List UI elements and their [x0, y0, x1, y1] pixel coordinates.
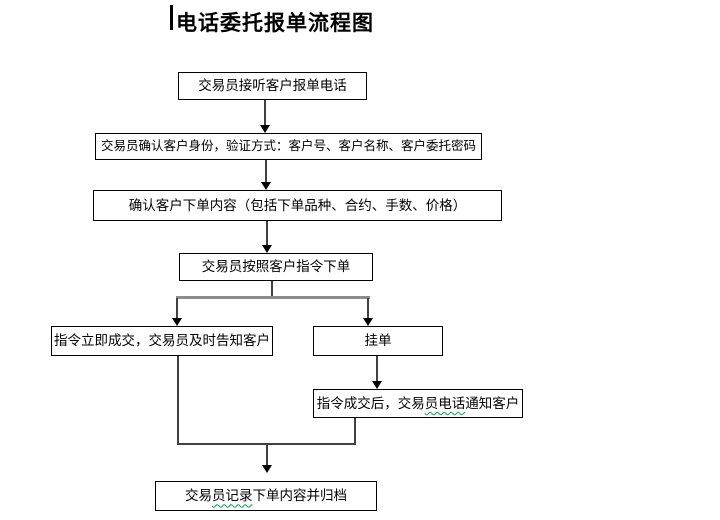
arrowhead-down-icon: [260, 125, 270, 133]
flow-step-label: 交易员接听客户报单电话: [198, 78, 347, 94]
flow-step-record-archive[interactable]: 交易员记录下单内容并归档: [155, 481, 377, 511]
flow-step-label: 确认客户下单内容（包括下单品种、合约、手数、价格）: [128, 197, 467, 213]
grammar-check-underline: 员电话: [424, 395, 466, 411]
flow-connector: [266, 445, 268, 465]
flow-step-label: 指令成交后，交易员电话通知客户: [316, 395, 520, 411]
arrowhead-down-icon: [363, 318, 373, 326]
flow-step-notify-after-fill[interactable]: 指令成交后，交易员电话通知客户: [313, 389, 523, 418]
flow-connector: [367, 298, 369, 318]
arrowhead-down-icon: [372, 381, 382, 389]
flow-step-label: 交易员按照客户指令下单: [201, 259, 351, 275]
flow-step-label: 交易员记录下单内容并归档: [185, 488, 347, 504]
flow-step-answer-call[interactable]: 交易员接听客户报单电话: [178, 72, 367, 100]
flow-step-label: 交易员确认客户身份，验证方式：客户号、客户名称、客户委托密码: [100, 139, 476, 154]
flow-connector: [376, 356, 378, 381]
flow-connector: [271, 281, 273, 297]
flow-connector: [266, 221, 268, 245]
arrowhead-down-icon: [262, 245, 272, 253]
grammar-check-underline: 员记录: [212, 488, 253, 504]
flow-step-label: 指令立即成交，交易员及时告知客户: [54, 333, 270, 349]
flow-step-label: 挂单: [364, 333, 392, 349]
arrowhead-down-icon: [261, 182, 271, 190]
flow-connector: [264, 100, 266, 125]
page-title: 电话委托报单流程图: [176, 11, 374, 35]
flow-step-immediate-fill[interactable]: 指令立即成交，交易员及时告知客户: [51, 326, 273, 356]
flow-merge-line: [177, 356, 179, 445]
text-cursor: [170, 5, 173, 30]
flow-connector: [265, 160, 267, 182]
flow-branch-line: [176, 296, 370, 299]
flow-merge-line: [354, 418, 356, 445]
flow-connector: [176, 298, 178, 318]
arrowhead-down-icon: [172, 318, 182, 326]
flow-step-place-order[interactable]: 交易员按照客户指令下单: [179, 253, 373, 281]
flow-step-confirm-content[interactable]: 确认客户下单内容（包括下单品种、合约、手数、价格）: [93, 190, 502, 221]
flow-step-pending-order[interactable]: 挂单: [313, 326, 443, 356]
flow-step-verify-identity[interactable]: 交易员确认客户身份，验证方式：客户号、客户名称、客户委托密码: [95, 133, 482, 160]
arrowhead-down-icon: [262, 465, 272, 473]
flow-merge-line: [177, 443, 356, 445]
